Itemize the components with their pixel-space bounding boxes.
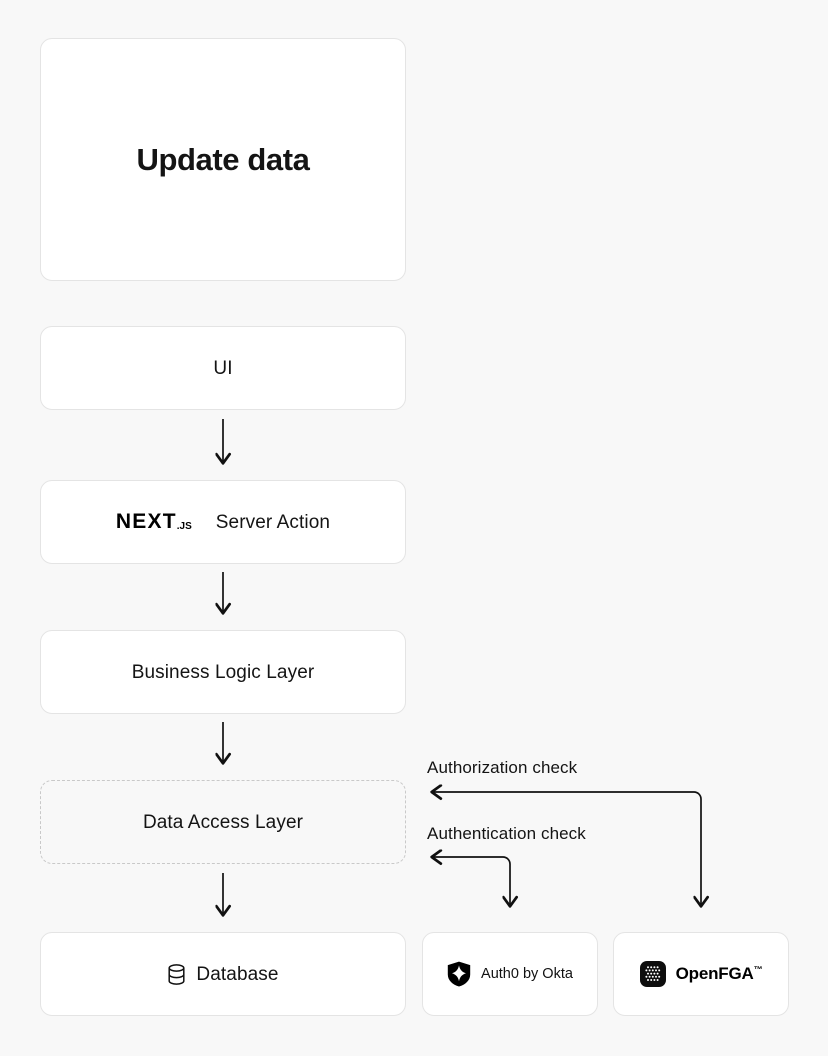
node-data-access-layer[interactable]: Data Access Layer bbox=[40, 780, 406, 864]
nextjs-word: NEXT bbox=[115, 510, 177, 533]
server-action-content: NEXT .JS Server Action bbox=[116, 510, 330, 534]
node-server-action-label: Server Action bbox=[215, 511, 331, 533]
node-auth0-label: Auth0 by Okta bbox=[481, 966, 573, 982]
node-data-access-layer-label: Data Access Layer bbox=[142, 811, 304, 833]
openfga-content: OpenFGA™ bbox=[639, 961, 763, 987]
node-openfga[interactable]: OpenFGA™ bbox=[613, 932, 789, 1016]
node-database[interactable]: Database bbox=[40, 932, 406, 1016]
nextjs-wordmark-icon: NEXT .JS bbox=[116, 510, 192, 534]
node-server-action[interactable]: NEXT .JS Server Action bbox=[40, 480, 406, 564]
edge-label-authentication-check: Authentication check bbox=[427, 824, 586, 843]
node-ui-label: UI bbox=[213, 357, 233, 379]
trademark-symbol: ™ bbox=[753, 964, 763, 975]
node-auth0[interactable]: Auth0 by Okta bbox=[422, 932, 598, 1016]
edge-authentication-check bbox=[432, 857, 510, 906]
node-business-logic-layer-label: Business Logic Layer bbox=[131, 661, 315, 683]
nextjs-suffix: .JS bbox=[176, 521, 192, 532]
node-business-logic-layer[interactable]: Business Logic Layer bbox=[40, 630, 406, 714]
auth0-content: Auth0 by Okta bbox=[447, 961, 573, 987]
edge-label-authorization-check: Authorization check bbox=[427, 758, 578, 777]
node-openfga-text: OpenFGA bbox=[675, 964, 754, 983]
auth0-shield-icon bbox=[447, 961, 471, 987]
openfga-grid-icon bbox=[639, 961, 666, 987]
node-database-label: Database bbox=[196, 963, 279, 985]
node-ui[interactable]: UI bbox=[40, 326, 406, 410]
title-card: Update data bbox=[40, 38, 406, 281]
edge-authorization-check bbox=[432, 792, 701, 906]
node-openfga-label: OpenFGA™ bbox=[676, 964, 763, 984]
database-cylinder-icon bbox=[167, 963, 186, 985]
page-title: Update data bbox=[136, 142, 310, 177]
database-content: Database bbox=[167, 963, 279, 985]
